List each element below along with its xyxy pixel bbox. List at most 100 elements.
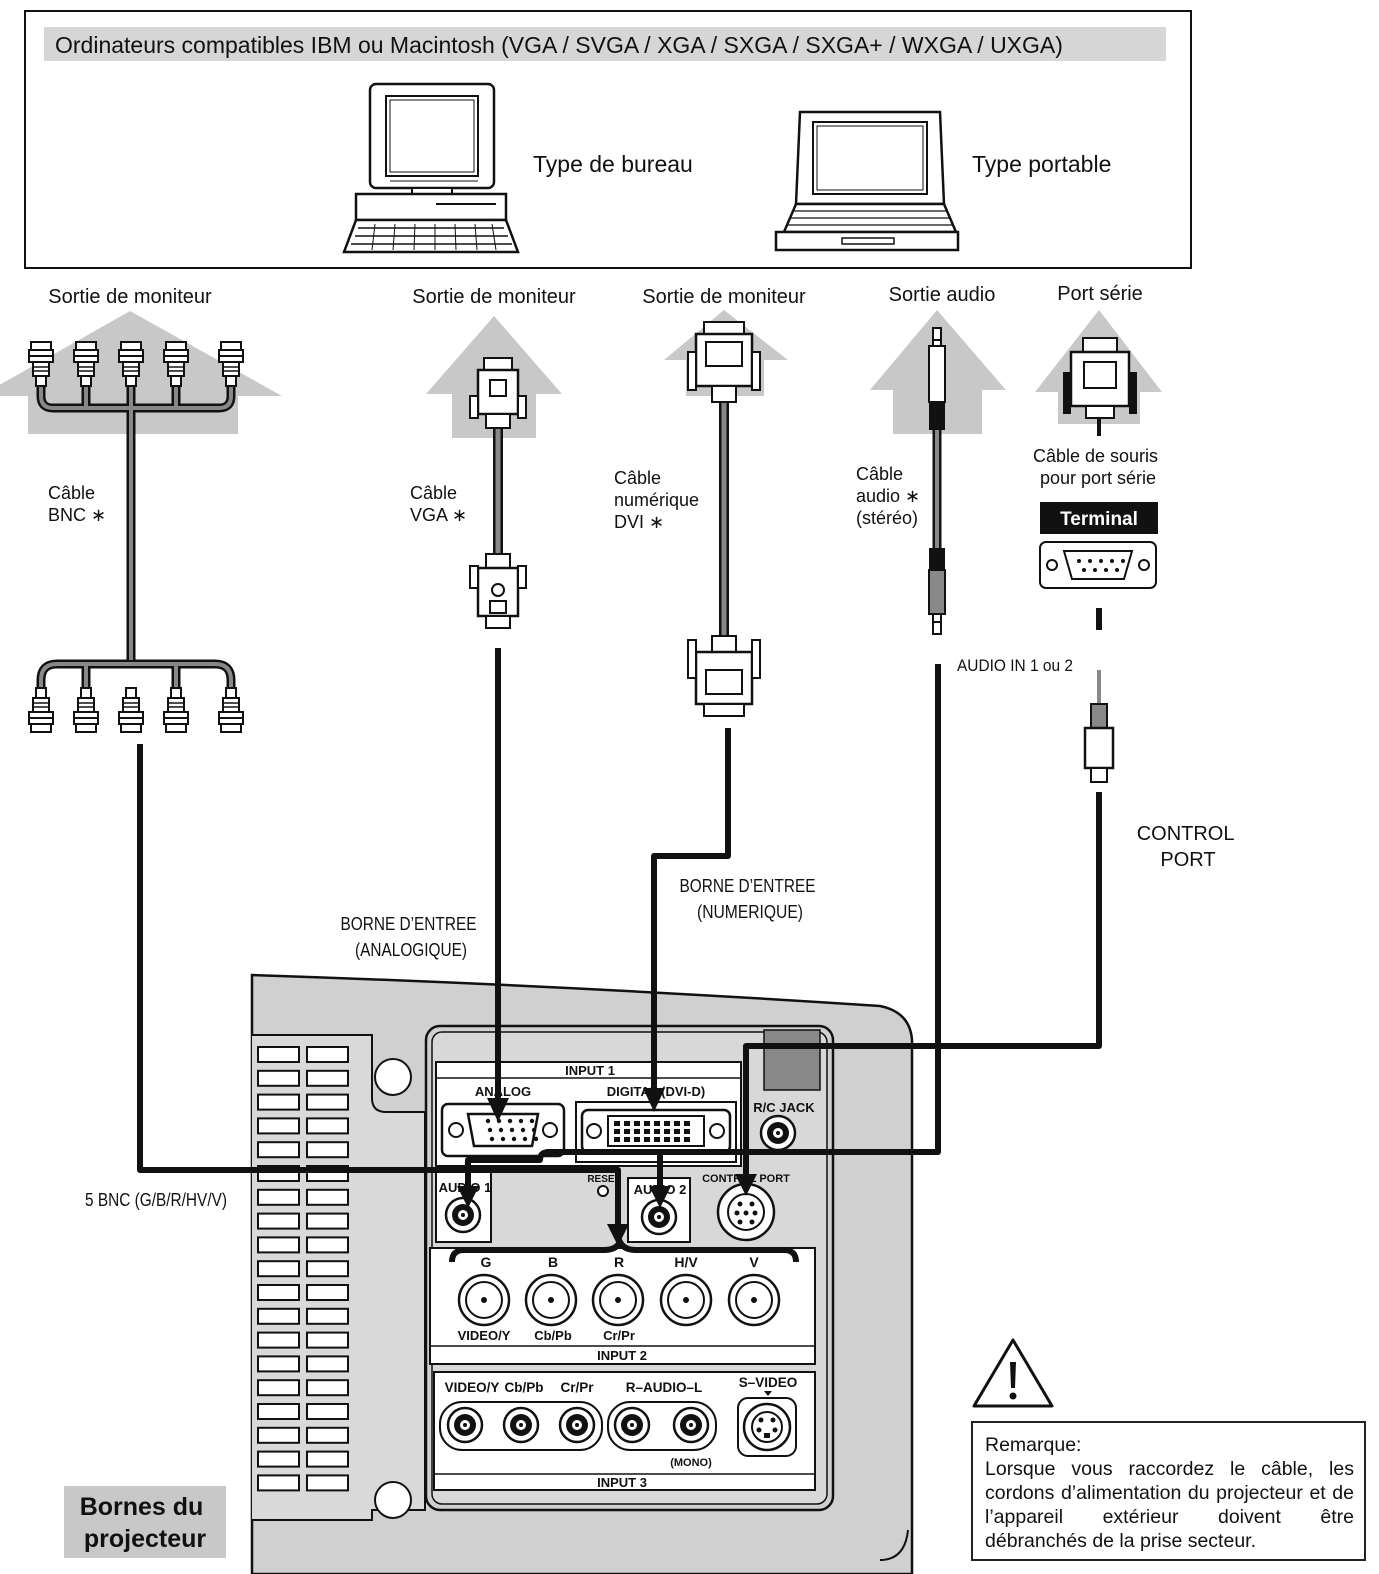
audio1-port xyxy=(444,1196,482,1234)
vent-slot xyxy=(306,1355,349,1373)
audio-out-label: Sortie audio xyxy=(889,284,996,306)
control-port-icon xyxy=(716,1182,776,1242)
rc-jack-port xyxy=(759,1114,797,1152)
vga-cable-icon xyxy=(469,357,527,629)
vent-slot xyxy=(257,1379,300,1397)
vent-slot xyxy=(306,1093,349,1111)
digital-terminal-label: BORNE D’ENTREE (NUMERIQUE) xyxy=(679,876,820,922)
vent-slot xyxy=(306,1069,349,1087)
vent-slot xyxy=(306,1212,349,1230)
vent-slot xyxy=(306,1236,349,1254)
input3-label-cr: Cr/Pr xyxy=(560,1380,594,1395)
terminal-label: Terminal xyxy=(1060,509,1138,530)
rc-jack-label: R/C JACK xyxy=(753,1100,815,1115)
audio-cable-label: Câble audio ∗ (stéréo) xyxy=(856,464,925,528)
dvi-cable-icon xyxy=(687,321,761,717)
bnc-sub-label-video: VIDEO/Y xyxy=(458,1328,511,1343)
dvi-out-label: Sortie de moniteur xyxy=(642,286,806,308)
desktop-computer-icon xyxy=(342,82,520,254)
vent-slot xyxy=(257,1474,300,1492)
vent-slot xyxy=(306,1046,349,1063)
bnc-label-g: G xyxy=(481,1254,492,1270)
note-title: Remarque: xyxy=(985,1434,1082,1456)
input3-label-svideo: S–VIDEO xyxy=(739,1375,798,1390)
terminal-badge xyxy=(1040,502,1158,534)
vent-slot xyxy=(257,1046,300,1063)
vent-slot xyxy=(306,1474,349,1492)
input2-label: INPUT 2 xyxy=(597,1348,647,1363)
vent-slot xyxy=(257,1069,300,1087)
bnc-sub-label-cb: Cb/Pb xyxy=(534,1328,572,1343)
vent-slot xyxy=(257,1331,300,1349)
vga-out-label: Sortie de moniteur xyxy=(412,286,576,308)
vent-grille xyxy=(257,1046,349,1492)
caption: Bornes du projecteur xyxy=(80,1493,211,1553)
note-text: Lorsque vous raccordez le câble, les cor… xyxy=(985,1458,1354,1552)
bnc-label-b: B xyxy=(548,1254,558,1270)
vent-slot xyxy=(306,1426,349,1444)
vent-slot xyxy=(306,1117,349,1135)
bnc-out-label: Sortie de moniteur xyxy=(48,286,212,308)
vent-slot xyxy=(257,1212,300,1230)
vent-slot xyxy=(257,1141,300,1159)
vent-slot xyxy=(306,1141,349,1159)
vent-slot xyxy=(306,1188,349,1206)
input3-label-audio: R–AUDIO–L xyxy=(626,1380,703,1395)
audio-cable-icon xyxy=(928,327,946,635)
vga-cable-label: Câble VGA ∗ xyxy=(410,483,467,525)
input2-bnc-jacks: G B R H/V V VIDEO/Y Cb/Pb Cr/Pr xyxy=(458,1254,781,1343)
input3-label: INPUT 3 xyxy=(597,1475,647,1490)
desktop-label: Type de bureau xyxy=(533,151,693,177)
bnc-label-hv: H/V xyxy=(674,1254,698,1270)
bnc-sub-label-cr: Cr/Pr xyxy=(603,1328,635,1343)
reset-button[interactable] xyxy=(597,1185,609,1197)
vent-slot xyxy=(257,1260,300,1278)
serial-cable-label: Câble de souris pour port série xyxy=(1033,446,1163,488)
warning-icon xyxy=(972,1338,1054,1408)
page-title: Ordinateurs compatibles IBM ou Macintosh… xyxy=(55,32,1063,58)
svideo-port-icon xyxy=(737,1397,797,1457)
reset-label: RESET xyxy=(587,1174,620,1185)
vent-slot xyxy=(306,1331,349,1349)
audio-in-label: AUDIO IN 1 ou 2 xyxy=(957,656,1073,675)
vent-slot xyxy=(257,1426,300,1444)
dvi-cable-label: Câble numérique DVI ∗ xyxy=(614,468,704,532)
db9-terminal-icon xyxy=(1039,541,1157,589)
vent-slot xyxy=(306,1260,349,1278)
dvi-port-icon xyxy=(580,1108,732,1154)
control-port-label: CONTROL PORT xyxy=(1137,823,1240,871)
bnc-cable-label: Câble BNC ∗ xyxy=(48,483,106,525)
vent-slot xyxy=(257,1236,300,1254)
vent-slot xyxy=(257,1403,300,1420)
vent-slot xyxy=(306,1307,349,1325)
input3-label-cb: Cb/Pb xyxy=(505,1380,544,1395)
input3-label-video: VIDEO/Y xyxy=(445,1380,500,1395)
bnc-label-r: R xyxy=(614,1254,624,1270)
vent-slot xyxy=(257,1117,300,1135)
input1-label: INPUT 1 xyxy=(565,1063,615,1078)
vent-slot xyxy=(257,1188,300,1206)
vent-slot xyxy=(306,1379,349,1397)
mono-label: (MONO) xyxy=(670,1457,712,1469)
analog-terminal-label: BORNE D’ENTREE (ANALOGIQUE) xyxy=(340,914,481,960)
vent-slot xyxy=(257,1450,300,1468)
vent-slot xyxy=(257,1307,300,1325)
vent-slot xyxy=(257,1284,300,1301)
laptop-label: Type portable xyxy=(972,151,1111,177)
vent-slot xyxy=(257,1093,300,1111)
vent-slot xyxy=(306,1284,349,1301)
serial-cable-icon xyxy=(1063,337,1137,783)
connection-lines xyxy=(137,648,1102,1226)
caption-box xyxy=(64,1486,226,1558)
laptop-computer-icon xyxy=(774,110,960,252)
connection-arrowheads xyxy=(457,1088,757,1246)
vga-port-icon xyxy=(440,1102,566,1158)
serial-port-label: Port série xyxy=(1057,283,1143,305)
vent-slot xyxy=(306,1403,349,1420)
note-box: Remarque: Lorsque vous raccordez le câbl… xyxy=(971,1421,1366,1561)
bnc5-label: 5 BNC (G/B/R/HV/V) xyxy=(85,1190,227,1210)
vent-slot xyxy=(306,1450,349,1468)
vent-slot xyxy=(257,1355,300,1373)
analog-label: ANALOG xyxy=(475,1084,531,1099)
